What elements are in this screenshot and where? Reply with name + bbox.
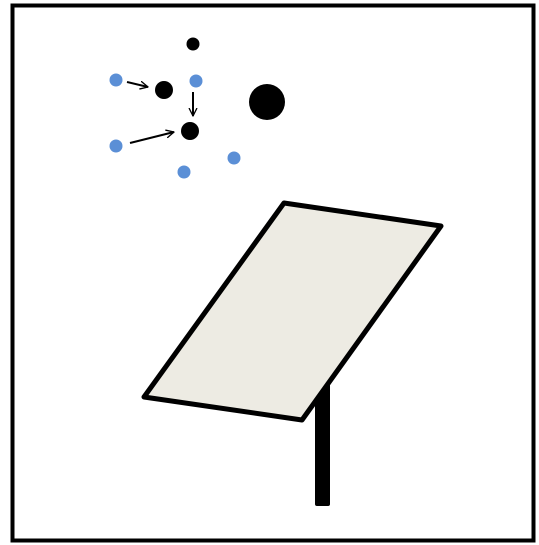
blue-dot [190,75,203,88]
blue-dot [178,166,191,179]
blue-dot [228,152,241,165]
large-black-dot [249,84,285,120]
black-dot [181,122,199,140]
blue-dot [110,140,123,153]
black-dot [187,38,200,51]
black-dot [155,81,173,99]
blue-dot [110,74,123,87]
